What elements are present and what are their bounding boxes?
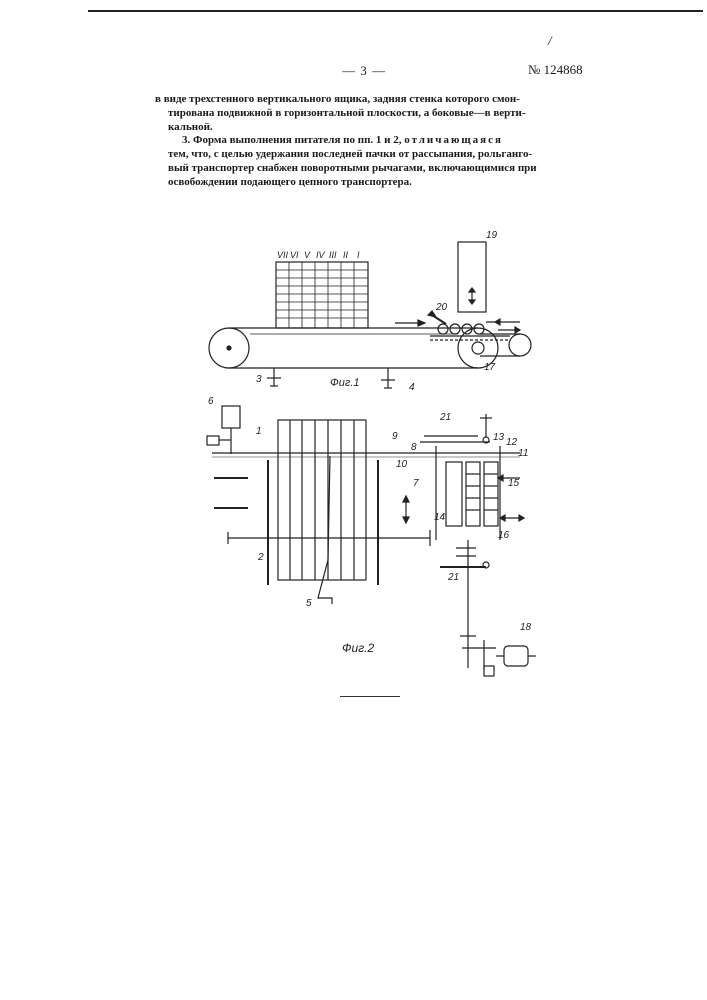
- figure-2: [207, 406, 536, 676]
- fig2-label-1: 1: [256, 426, 262, 437]
- fig2-label-5: 5: [306, 598, 312, 609]
- fig2-label-10: 10: [396, 459, 408, 470]
- fig2-label-14: 14: [434, 512, 446, 523]
- fig1-label-19: 19: [486, 230, 498, 241]
- fig2-label-9: 9: [392, 431, 398, 442]
- fig2-label-2: 2: [257, 552, 264, 563]
- fig1-column-label-vi: VI: [290, 250, 299, 260]
- fig2-label-15: 15: [508, 478, 520, 489]
- bottom-rule: [340, 696, 400, 697]
- fig1-column-label-vii: VII: [277, 250, 289, 260]
- fig2-label-21-bottom: 21: [447, 572, 459, 583]
- fig1-column-label-iii: III: [329, 250, 337, 260]
- fig1-column-label-i: I: [357, 250, 360, 260]
- fig1-label-3: 3: [256, 374, 262, 385]
- fig1-column-label-iv: IV: [316, 250, 326, 260]
- fig1-column-label-v: V: [304, 250, 311, 260]
- fig1-column-label-ii: II: [343, 250, 349, 260]
- fig1-label-17: 17: [484, 362, 496, 373]
- fig2-label-12: 12: [506, 437, 518, 448]
- fig1-caption: Фиг.1: [330, 377, 359, 389]
- fig2-label-8: 8: [411, 442, 417, 453]
- figure-1: [209, 242, 531, 388]
- fig1-label-20: 20: [435, 302, 448, 313]
- fig1-label-4: 4: [409, 382, 415, 393]
- fig2-label-16: 16: [498, 530, 510, 541]
- fig2-label-6: 6: [208, 396, 214, 407]
- fig2-label-13: 13: [493, 432, 505, 443]
- fig2-label-11: 11: [518, 448, 528, 459]
- fig2-caption: Фиг.2: [342, 641, 374, 655]
- fig2-label-18: 18: [520, 622, 532, 633]
- fig2-label-21-top: 21: [439, 412, 451, 423]
- fig2-label-7: 7: [413, 478, 419, 489]
